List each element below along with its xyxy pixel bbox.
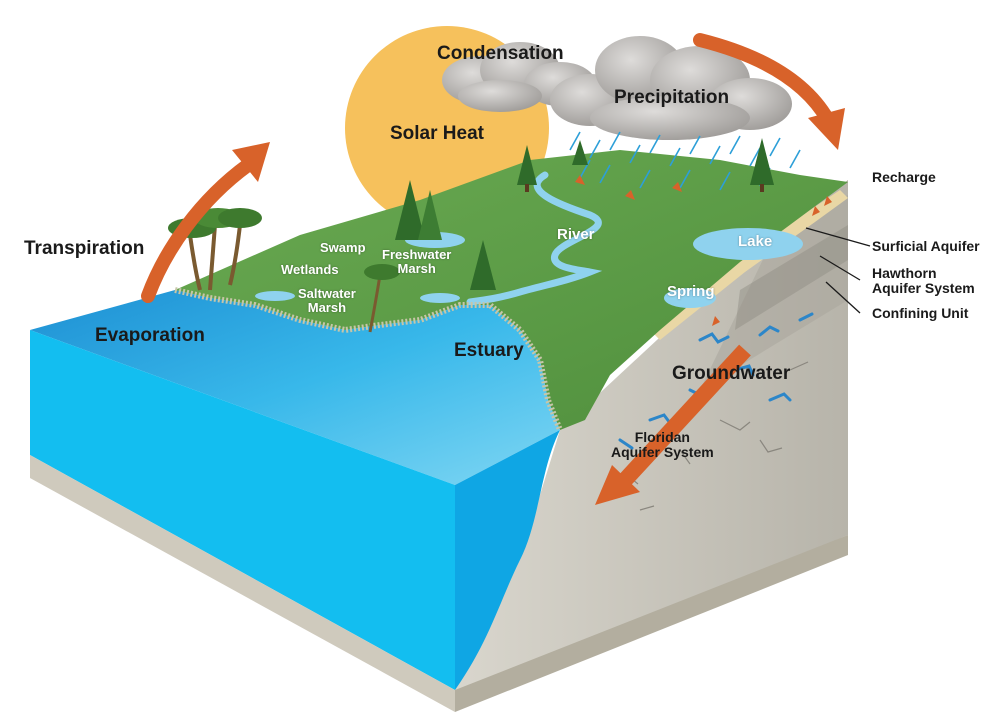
estuary-label: Estuary [454, 340, 524, 361]
wetlands-label: Wetlands [281, 262, 339, 277]
leader-lines [805, 227, 871, 314]
small-flow-arrows [575, 175, 832, 326]
floridan-aquifer-label: Floridan Aquifer System [611, 430, 714, 459]
seafloor-front [30, 455, 455, 712]
evaporation-label: Evaporation [95, 325, 205, 346]
recharge-arrow [693, 33, 845, 150]
hawthorn-band [700, 195, 848, 390]
freshwater-line2: Marsh [397, 260, 436, 276]
cloud-precipitation [550, 36, 792, 140]
seafloor-side [455, 535, 848, 712]
lake [693, 228, 803, 260]
hawthorn-label: Hawthorn Aquifer System [872, 266, 975, 295]
swamp-label: Swamp [320, 240, 366, 255]
recharge-label: Recharge [872, 169, 936, 185]
confining-band [735, 225, 848, 330]
river-label: River [557, 226, 595, 243]
saltwater-pool [255, 291, 295, 301]
ocean-front-face [30, 330, 455, 690]
precipitation-label: Precipitation [614, 87, 730, 108]
lake-label: Lake [738, 233, 773, 250]
saltwater-pool-2 [420, 293, 460, 303]
freshwater-line1: Freshwater [382, 247, 452, 262]
surficial-aquifer-label: Surficial Aquifer [872, 238, 980, 254]
marsh-grass [174, 287, 563, 432]
palm-trees [168, 208, 400, 333]
saltwater-marsh-label: Saltwater Marsh [298, 287, 356, 314]
floridan-line2: Aquifer System [611, 443, 714, 460]
saltwater-line1: Saltwater [298, 286, 356, 301]
spring-pool [664, 288, 716, 308]
hawthorn-line2: Aquifer System [872, 279, 975, 296]
pine-trees [395, 138, 774, 290]
condensation-label: Condensation [437, 43, 564, 64]
hawthorn-line1: Hawthorn [872, 265, 937, 281]
solar-heat-label: Solar Heat [390, 123, 484, 144]
groundwater-arrow [595, 344, 751, 505]
freshwater-marsh-label: Freshwater Marsh [382, 248, 451, 275]
spring-label: Spring [667, 283, 715, 300]
saltwater-line2: Marsh [307, 299, 347, 315]
ocean-side-face [455, 430, 560, 690]
transpiration-arrow [141, 142, 270, 303]
transpiration-label: Transpiration [24, 238, 145, 259]
river [466, 171, 603, 306]
floridan-line1: Floridan [634, 429, 690, 445]
land-surface [175, 150, 848, 430]
ocean-surface [30, 290, 560, 485]
confining-unit-label: Confining Unit [872, 305, 969, 321]
groundwater-label: Groundwater [672, 363, 791, 384]
